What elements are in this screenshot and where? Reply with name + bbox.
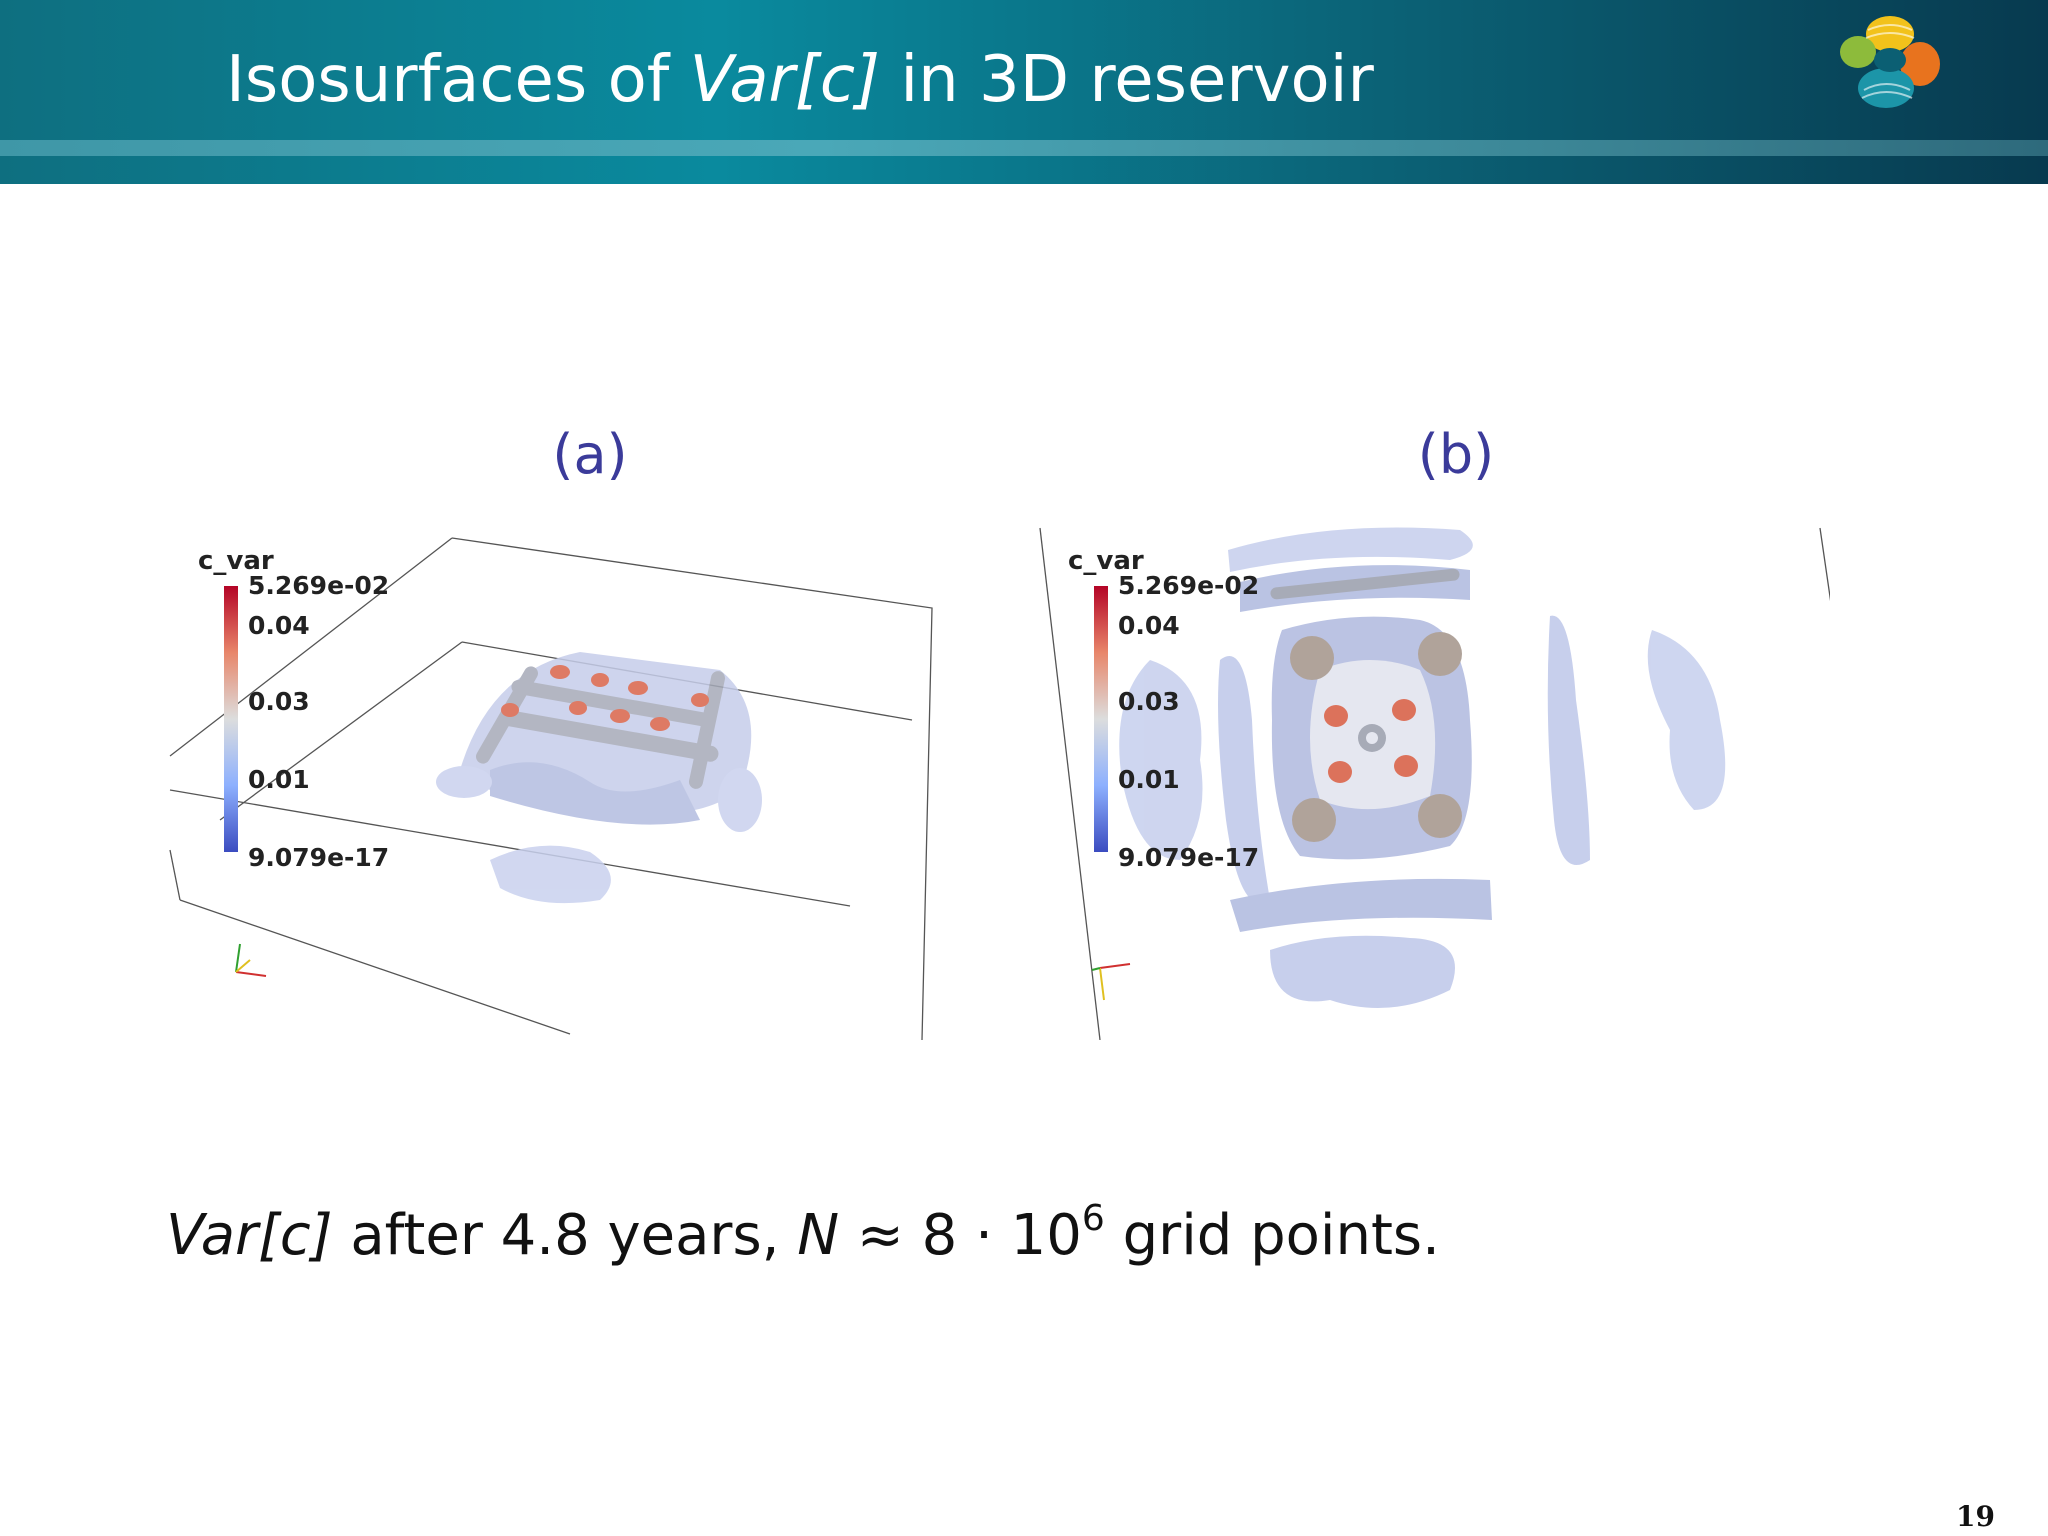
panel-label-a: (a) (552, 423, 628, 486)
colorbar-tick: 9.079e-17 (1118, 843, 1260, 872)
colorbar-tick: 5.269e-02 (1118, 571, 1260, 600)
colorbar-a (224, 586, 238, 852)
colorbar-tick: 5.269e-02 (248, 571, 390, 600)
header-stripe (0, 140, 2048, 156)
isosurface-render-a (169, 537, 933, 1040)
colorbar-b (1094, 586, 1108, 852)
colorbar-tick: 0.03 (248, 687, 310, 716)
isosurface-panel-b: c_var 5.269e-02 0.04 0.03 0.01 9.079e-17 (1030, 520, 1830, 1040)
panel-label-b: (b) (1417, 423, 1495, 486)
colorbar-tick: 0.04 (1118, 611, 1180, 640)
colorbar-tick: 0.01 (248, 765, 310, 794)
slide-caption: Var[c] after 4.8 years, N ≈ 8 · 106 grid… (166, 1198, 1440, 1269)
colorbar-title-a: c_var (198, 546, 274, 576)
colorbar-tick: 0.01 (1118, 765, 1180, 794)
colorbar-tick: 0.03 (1118, 687, 1180, 716)
slide-title: Isosurfaces of Var[c] in 3D reservoir (226, 43, 1374, 117)
university-logo (1840, 16, 1940, 108)
colorbar-tick: 9.079e-17 (248, 843, 390, 872)
colorbar-title-b: c_var (1068, 546, 1144, 576)
isosurface-render-b (1039, 527, 1830, 1040)
page-number: 19 (1956, 1500, 1995, 1533)
colorbar-tick: 0.04 (248, 611, 310, 640)
isosurface-panel-a: c_var 5.269e-02 0.04 0.03 0.01 9.079e-17 (160, 520, 960, 1040)
